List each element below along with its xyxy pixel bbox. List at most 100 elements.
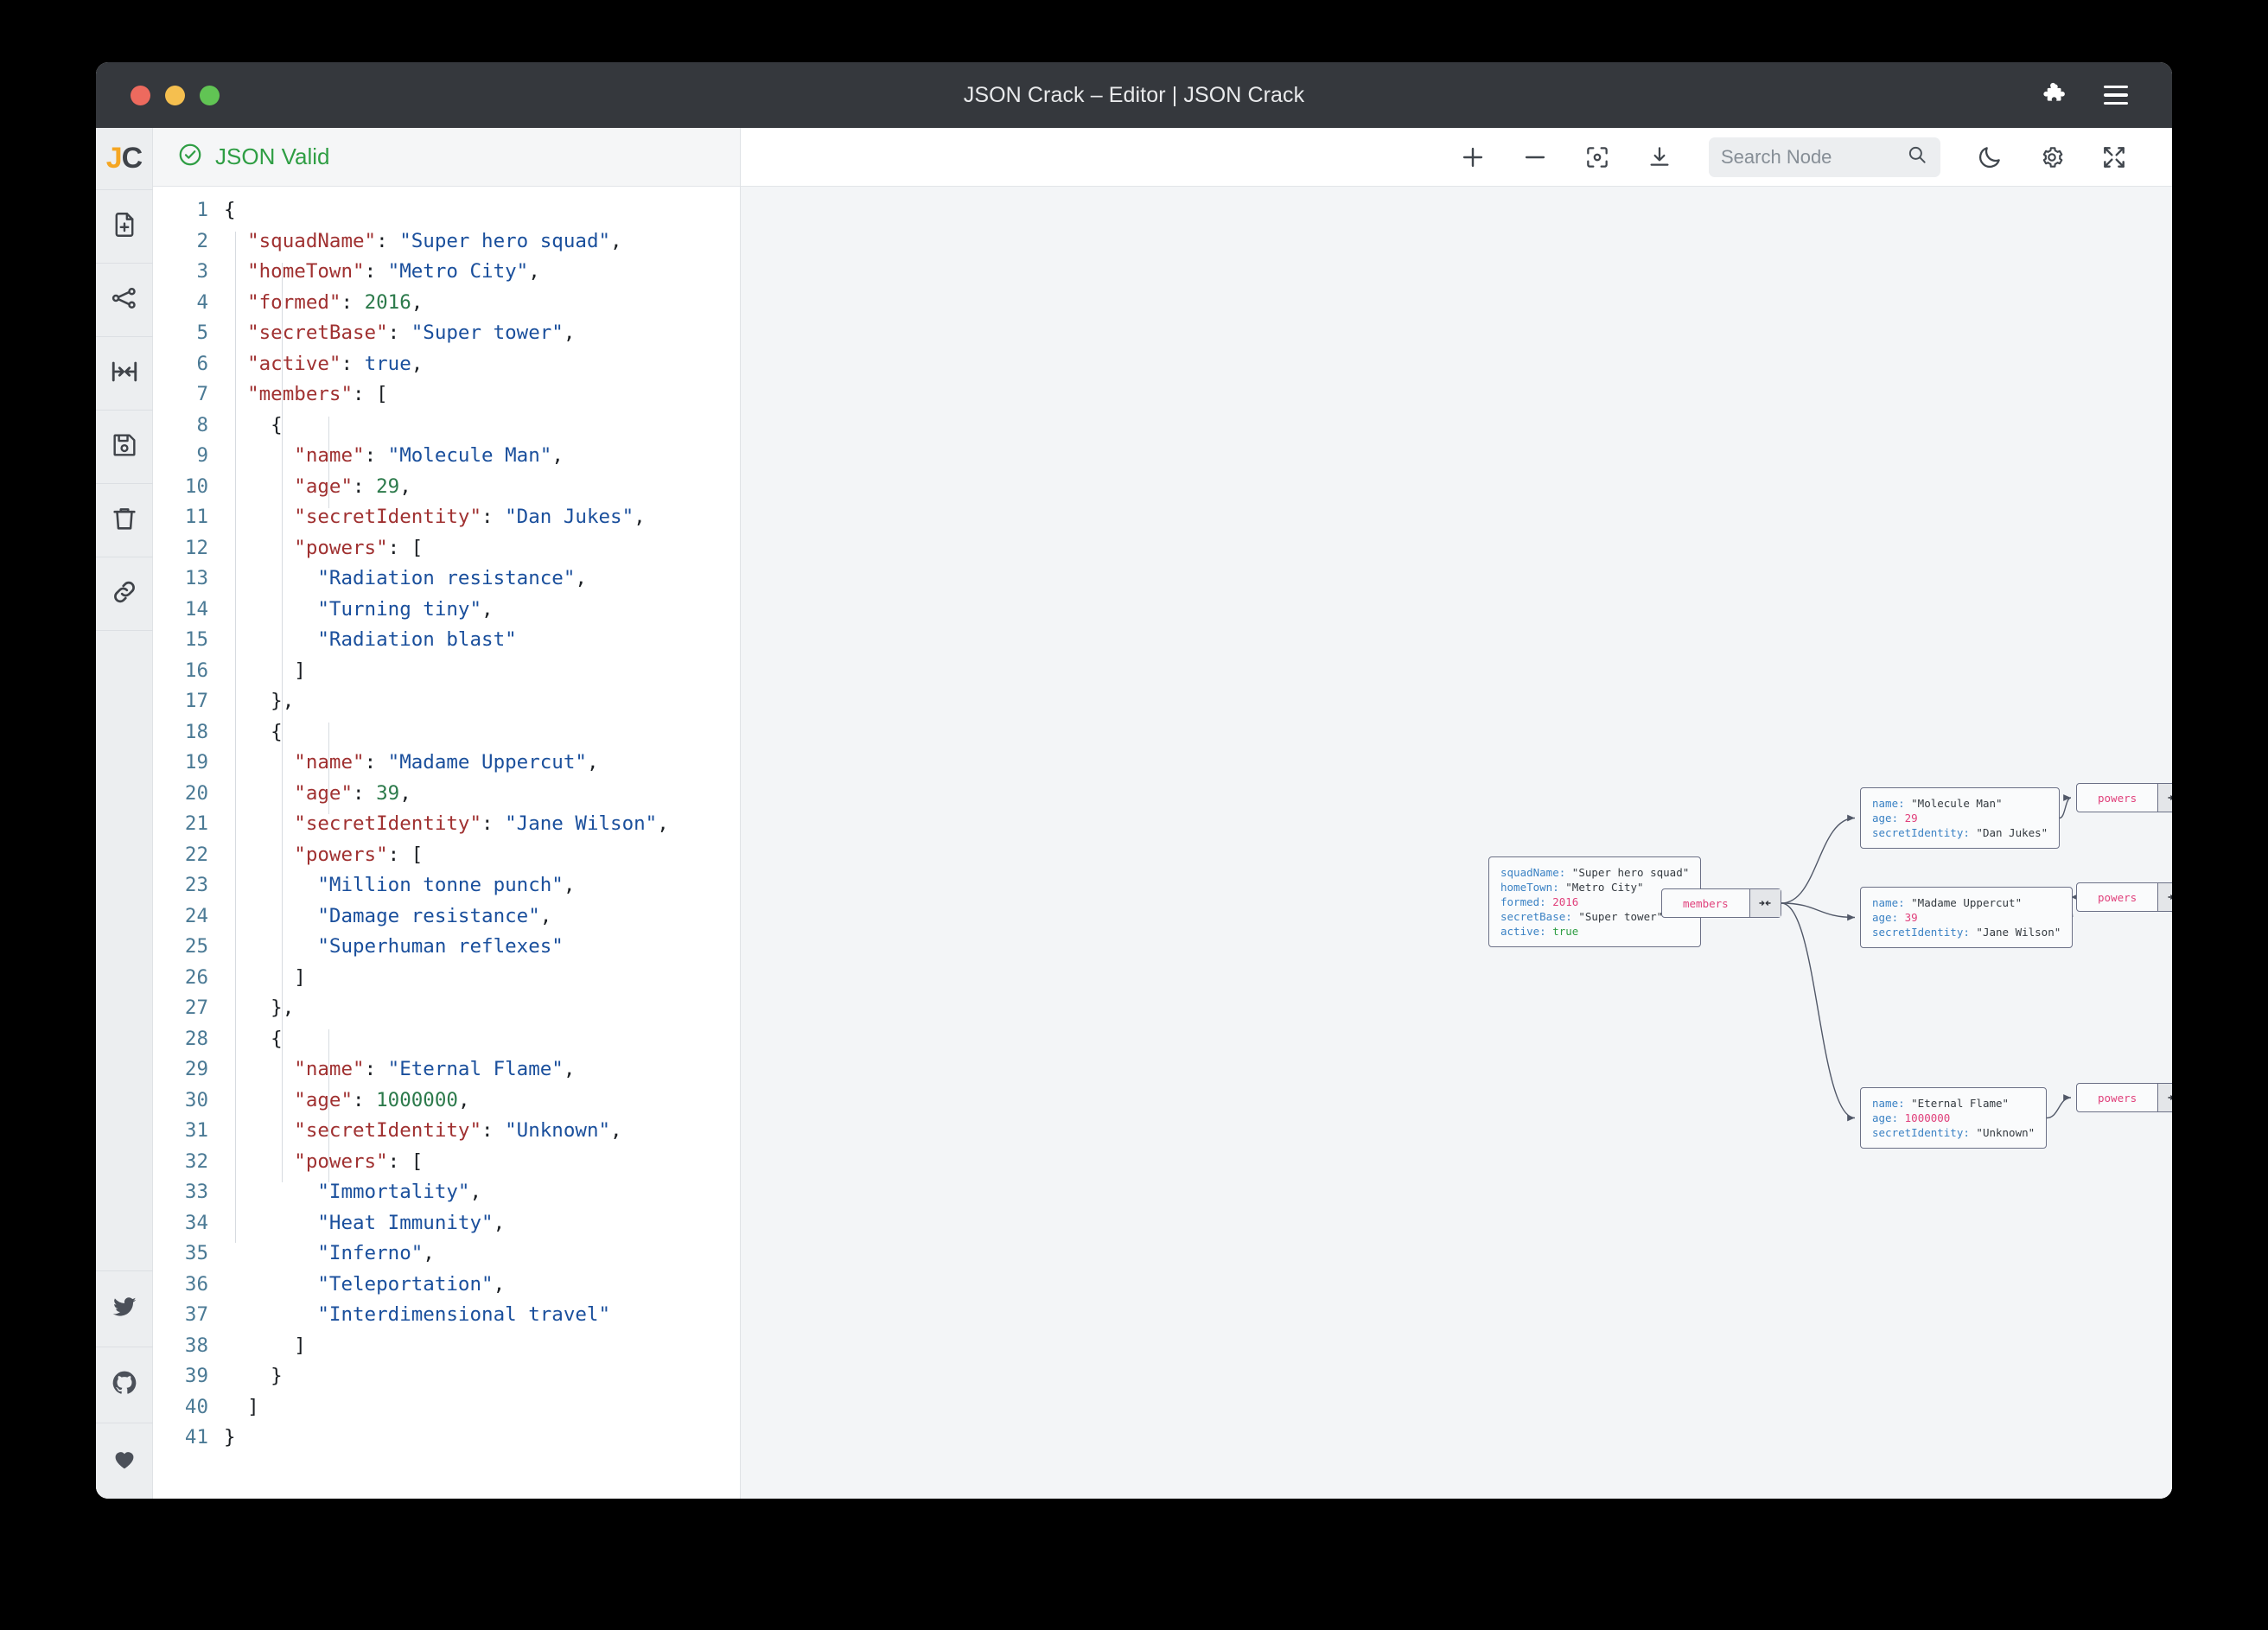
minimize-window-button[interactable] bbox=[165, 85, 185, 105]
node-row-key: name: bbox=[1872, 1097, 1912, 1110]
node-row: age: 1000000 bbox=[1872, 1111, 2035, 1125]
collapse-node-icon[interactable] bbox=[2157, 883, 2172, 911]
link-icon bbox=[110, 577, 139, 611]
node-row-value: "Metro City" bbox=[1565, 881, 1644, 894]
share-graph-button[interactable] bbox=[96, 264, 153, 337]
parent-node-label: powers bbox=[2098, 791, 2137, 805]
code-line: } bbox=[224, 1426, 236, 1449]
support-link[interactable] bbox=[96, 1423, 153, 1499]
node-row-key: formed: bbox=[1500, 895, 1553, 908]
line-number: 22 bbox=[184, 843, 208, 866]
close-window-button[interactable] bbox=[131, 85, 150, 105]
code-line: "squadName": "Super hero squad", bbox=[247, 229, 622, 252]
code-line: "members": [ bbox=[247, 383, 388, 405]
new-file-button[interactable] bbox=[96, 190, 153, 264]
code-line: "active": true, bbox=[247, 352, 424, 375]
code-line: ] bbox=[224, 1395, 259, 1418]
github-link[interactable] bbox=[96, 1347, 153, 1423]
node-row-value: "Jane Wilson" bbox=[1976, 926, 2061, 939]
code-line: "name": "Eternal Flame", bbox=[294, 1058, 576, 1080]
zoom-out-icon[interactable] bbox=[1519, 141, 1551, 174]
center-view-icon[interactable] bbox=[1581, 141, 1614, 174]
powers-node-madame-uppercut[interactable]: powers bbox=[2076, 882, 2172, 912]
node-row-key: age: bbox=[1872, 812, 1905, 825]
line-number: 27 bbox=[184, 996, 208, 1019]
node-row: secretBase: "Super tower" bbox=[1500, 909, 1689, 924]
line-number: 7 bbox=[196, 383, 208, 405]
members-node[interactable]: members bbox=[1661, 888, 1781, 918]
node-row-value: 39 bbox=[1904, 911, 1918, 924]
twitter-icon bbox=[111, 1293, 138, 1325]
code-line: "powers": [ bbox=[294, 1149, 424, 1173]
line-number: 12 bbox=[184, 536, 208, 559]
node-row-value: 2016 bbox=[1552, 895, 1579, 908]
search-node-box[interactable] bbox=[1709, 137, 1940, 177]
line-number: 33 bbox=[184, 1181, 208, 1203]
code-line: "secretBase": "Super tower", bbox=[247, 322, 576, 344]
node-row: name: "Eternal Flame" bbox=[1872, 1096, 2035, 1111]
zoom-in-icon[interactable] bbox=[1456, 141, 1489, 174]
code-line: "secretIdentity": "Unknown", bbox=[294, 1119, 622, 1142]
logo-letter-j: J bbox=[105, 142, 123, 175]
search-node-input[interactable] bbox=[1721, 145, 1897, 169]
line-number: 25 bbox=[184, 935, 208, 958]
node-row-key: age: bbox=[1872, 911, 1905, 924]
fullscreen-icon[interactable] bbox=[2098, 141, 2131, 174]
settings-icon[interactable] bbox=[2035, 141, 2068, 174]
line-number: 5 bbox=[196, 322, 208, 344]
hamburger-menu-icon[interactable] bbox=[2103, 82, 2129, 108]
node-row-key: squadName: bbox=[1500, 866, 1572, 879]
collapse-node-icon[interactable] bbox=[2157, 1084, 2172, 1111]
line-number: 8 bbox=[196, 413, 208, 436]
collapse-horizontal-icon bbox=[110, 357, 139, 391]
app-window: JSON Crack – Editor | JSON Crack JC bbox=[96, 62, 2172, 1499]
collapse-node-icon[interactable] bbox=[2157, 784, 2172, 812]
app-body: JC bbox=[96, 128, 2172, 1499]
app-logo[interactable]: JC bbox=[96, 128, 153, 190]
code-line: "Radiation resistance", bbox=[317, 567, 587, 589]
code-line: "formed": 2016, bbox=[247, 290, 424, 314]
code-line: ] bbox=[224, 965, 306, 989]
line-number: 11 bbox=[184, 506, 208, 528]
code-line: }, bbox=[224, 690, 295, 712]
line-number: 29 bbox=[184, 1058, 208, 1080]
search-icon[interactable] bbox=[1906, 143, 1928, 170]
code-line: "Interdimensional travel" bbox=[317, 1303, 611, 1326]
line-number: 6 bbox=[196, 352, 208, 375]
node-row-key: secretIdentity: bbox=[1872, 1126, 1977, 1139]
line-number: 41 bbox=[184, 1426, 208, 1449]
line-number: 1 bbox=[196, 199, 208, 221]
node-row: name: "Madame Uppercut" bbox=[1872, 895, 2061, 910]
link-button[interactable] bbox=[96, 557, 153, 631]
collapse-node-icon[interactable] bbox=[1749, 889, 1781, 917]
twitter-link[interactable] bbox=[96, 1270, 153, 1347]
code-content[interactable]: { "squadName": "Super hero squad", "home… bbox=[224, 187, 740, 1499]
puzzle-piece-icon[interactable] bbox=[2041, 82, 2067, 108]
powers-node-eternal-flame[interactable]: powers bbox=[2076, 1083, 2172, 1112]
code-line: "Immortality", bbox=[317, 1181, 482, 1203]
parent-node-label: powers bbox=[2098, 1091, 2137, 1105]
node-row-value: "Eternal Flame" bbox=[1911, 1097, 2010, 1110]
node-row: name: "Molecule Man" bbox=[1872, 796, 2048, 811]
dark-mode-icon[interactable] bbox=[1973, 141, 2006, 174]
delete-icon bbox=[110, 504, 139, 538]
collapse-horizontal-button[interactable] bbox=[96, 337, 153, 411]
code-line: { bbox=[224, 1027, 283, 1050]
line-number: 14 bbox=[184, 597, 208, 621]
code-line: "Inferno", bbox=[317, 1242, 435, 1264]
save-button[interactable] bbox=[96, 411, 153, 484]
powers-node-molecule-man[interactable]: powers bbox=[2076, 783, 2172, 812]
left-rail: JC bbox=[96, 128, 153, 1499]
code-line: "Teleportation", bbox=[317, 1272, 506, 1296]
graph-canvas[interactable]: squadName: "Super hero squad"homeTown: "… bbox=[741, 187, 2172, 1499]
maximize-window-button[interactable] bbox=[200, 85, 220, 105]
logo-letter-c: C bbox=[121, 142, 143, 175]
line-number: 9 bbox=[196, 444, 208, 467]
download-icon[interactable] bbox=[1643, 141, 1676, 174]
delete-button[interactable] bbox=[96, 484, 153, 557]
line-number: 2 bbox=[196, 229, 208, 252]
